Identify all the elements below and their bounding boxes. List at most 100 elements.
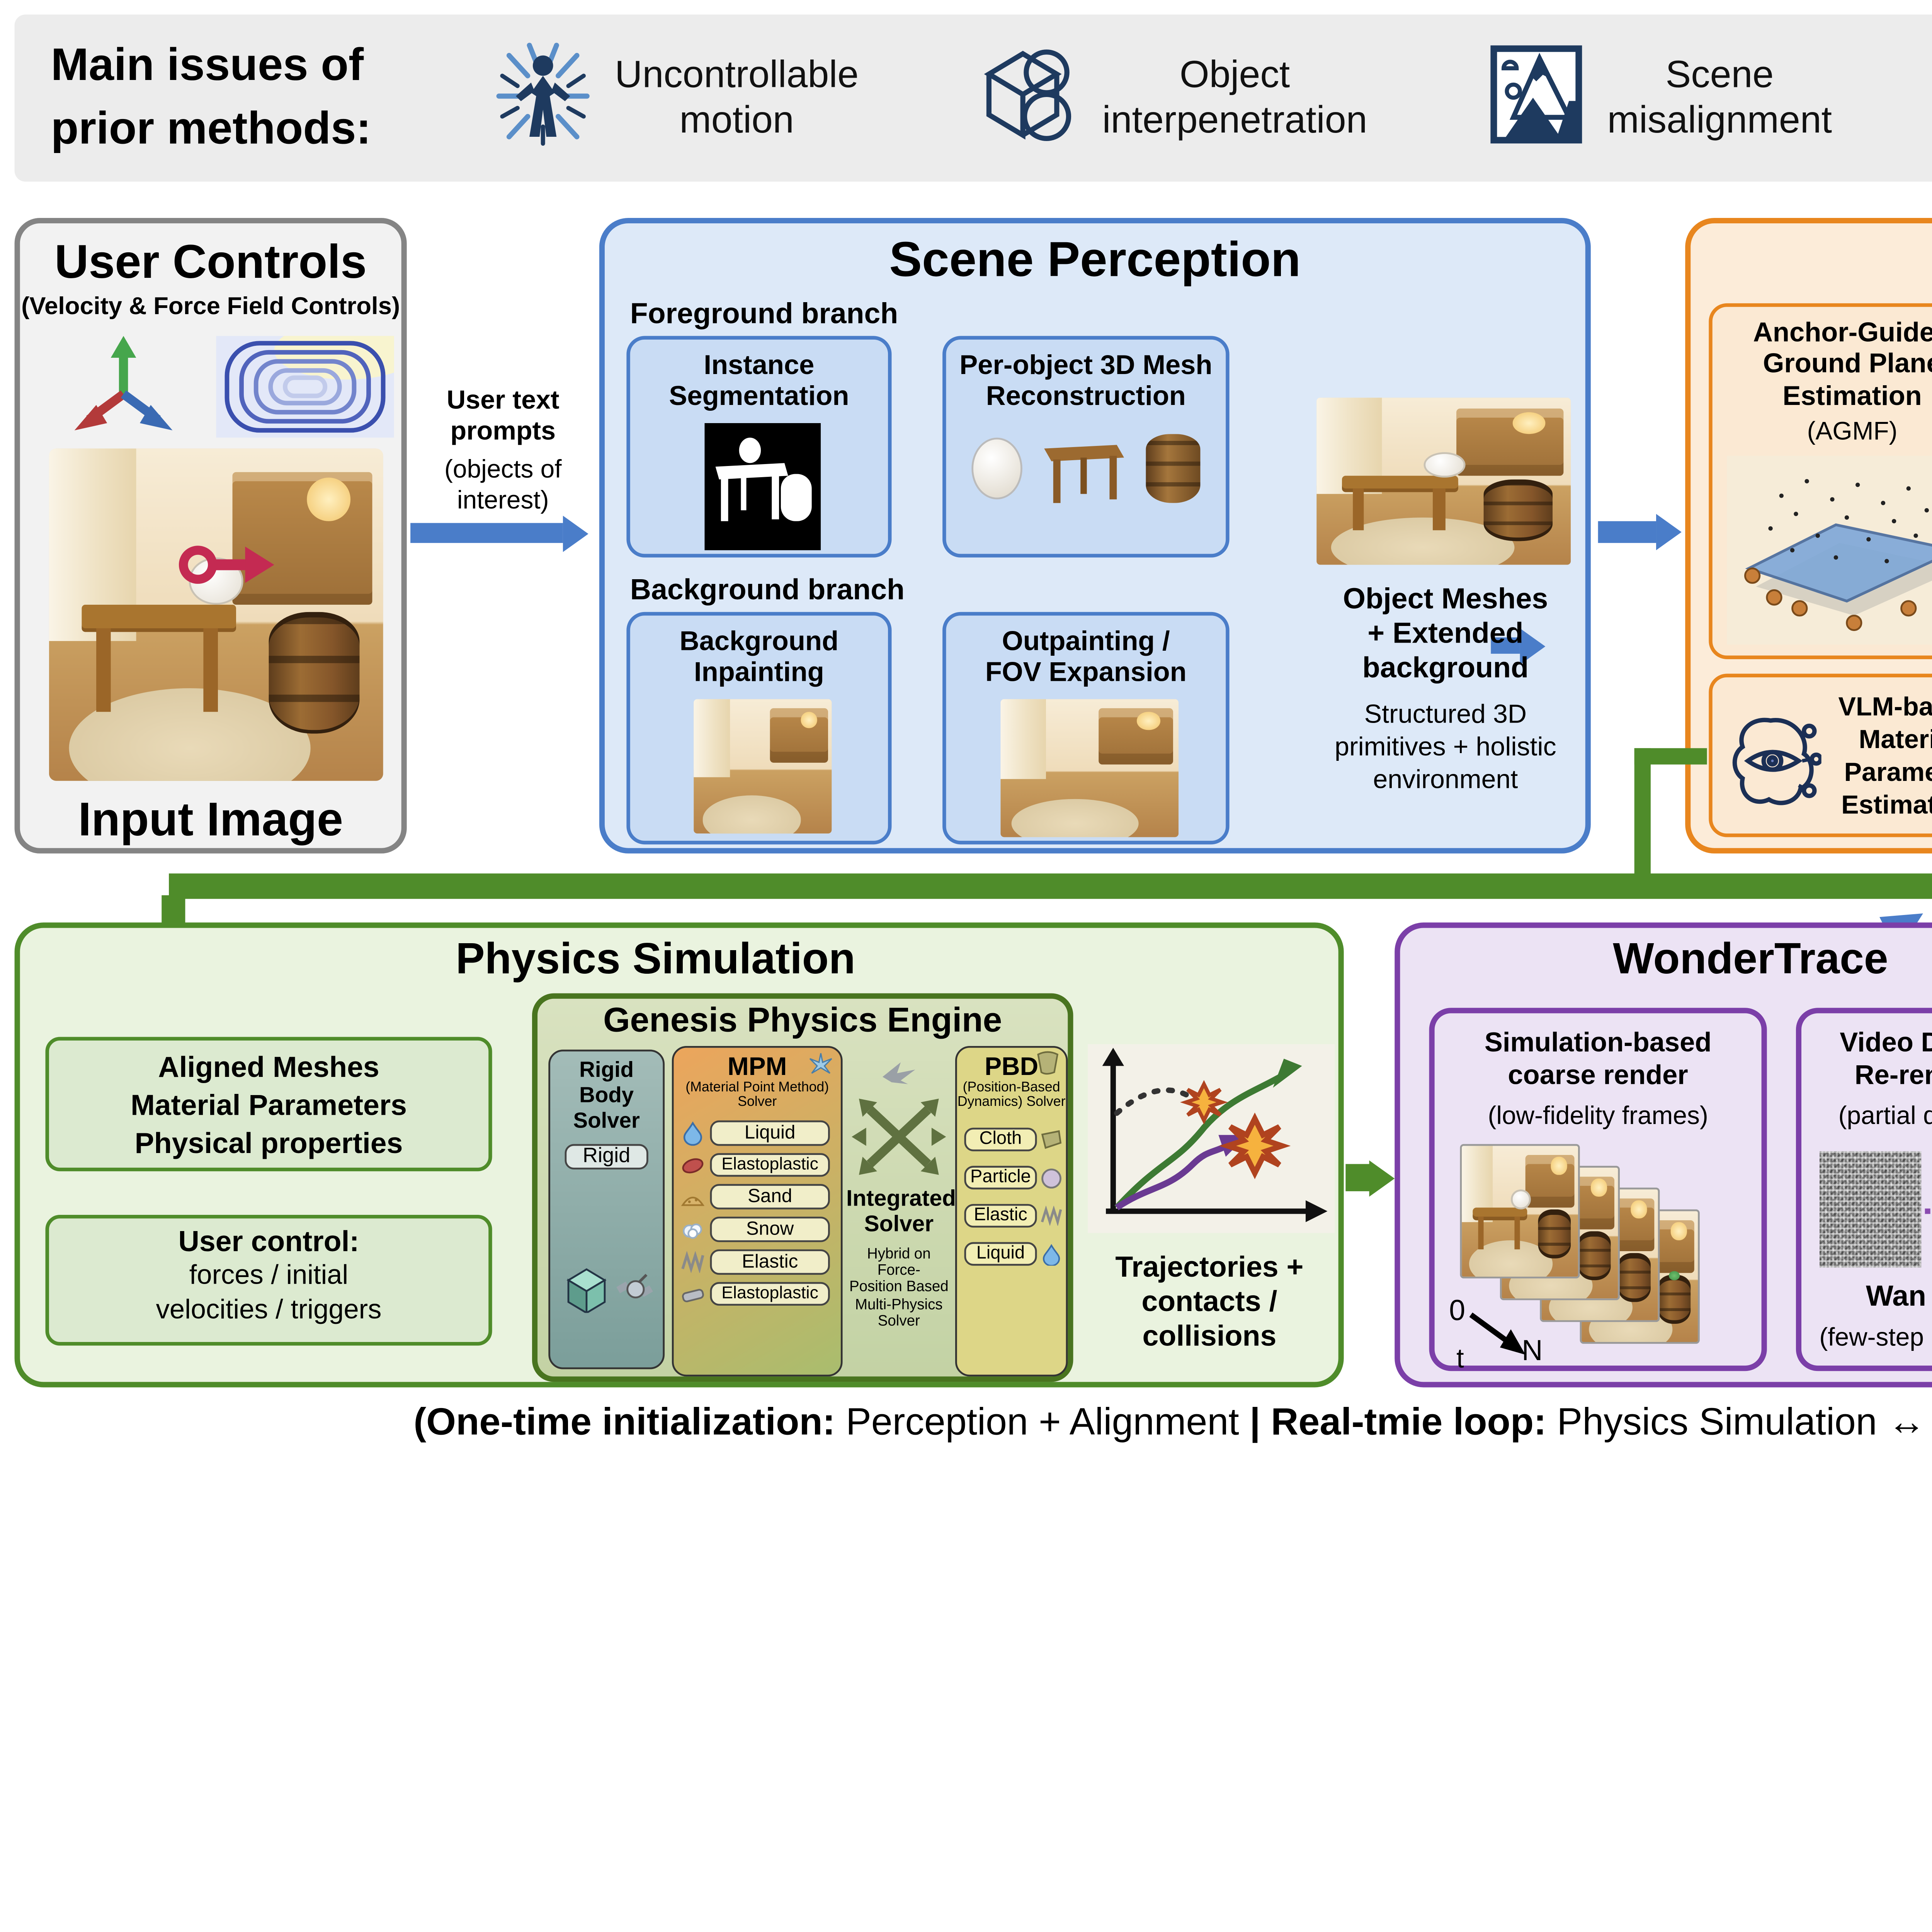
input-image-label: Input Image xyxy=(78,792,344,847)
video-diffusion-box: Video Diffusion Re-rendering (partial de… xyxy=(1796,1008,1932,1371)
instance-segmentation-title: Instance Segmentation xyxy=(669,350,849,413)
rigid-solver-title: Rigid Body Solver xyxy=(573,1057,640,1133)
hybrid-bird-icon xyxy=(883,1062,915,1084)
user-controls-subtitle: (Velocity & Force Field Controls) xyxy=(21,292,400,320)
mpm-pill: Elastic xyxy=(710,1249,830,1275)
force-field-image xyxy=(216,321,420,447)
pbd-title: PBD xyxy=(985,1051,1039,1081)
liquid-icon xyxy=(683,1121,702,1146)
coarse-render-sub: (low-fidelity frames) xyxy=(1488,1100,1708,1130)
user-control-box: User control: forces / initial velocitie… xyxy=(45,1215,492,1346)
integrated-solver-title: Integrated Solver xyxy=(846,1185,956,1236)
perception-to-alignment-arrow xyxy=(1598,521,1656,543)
integrated-solver-group: Integrated Solver Hybrid on Force- Posit… xyxy=(846,1061,956,1330)
background-inpainting-box: Background Inpainting xyxy=(626,612,892,845)
cube-icon xyxy=(565,1266,609,1322)
caption-reg-2: Physics Simulation ↔ Video Generation(pe… xyxy=(1557,1402,1932,1444)
foreground-branch-label: Foreground branch xyxy=(630,299,898,331)
inpainted-background-image xyxy=(694,699,832,834)
pbd-subtitle: (Position-Based Dynamics) Solver xyxy=(957,1078,1066,1111)
vlm-title: VLM-based Material Parameter Estimation xyxy=(1838,694,1932,821)
denoise-dotted-arrow xyxy=(1925,1199,1932,1233)
time-axis-label: t xyxy=(1456,1344,1464,1375)
frame-start-label: 0 xyxy=(1449,1296,1466,1328)
issue-label: Scene misalignment xyxy=(1607,54,1832,142)
physics-to-wondertrace-arrow xyxy=(1345,1164,1369,1191)
vlm-brain-eye-icon xyxy=(1727,710,1823,821)
rigid-body-solver-box: Rigid Body Solver Rigid xyxy=(548,1049,665,1369)
scene-alignment-panel: Scene Alignment Anchor-Guided Ground Pla… xyxy=(1685,218,1932,854)
mpm-rows: Liquid Elastoplastic Sand Snow xyxy=(681,1120,837,1306)
cloth-icon xyxy=(1041,1130,1062,1149)
issue-label: Object interpenetration xyxy=(1102,54,1367,142)
velocity-arrow-icon xyxy=(176,542,277,598)
physics-simulation-title: Physics Simulation xyxy=(456,935,855,985)
sand-icon xyxy=(681,1197,705,1206)
material-params-line: Material Parameters xyxy=(131,1091,407,1122)
user-control-title: User control: xyxy=(178,1227,359,1259)
issue-uncontrollable-motion: Uncontrollable motion xyxy=(492,37,859,159)
wondertrace-title: WonderTrace xyxy=(1613,935,1888,985)
mpm-pill: Snow xyxy=(710,1216,830,1242)
issues-banner: Main issues of prior methods: xyxy=(14,14,1932,182)
splash-icon xyxy=(806,1051,835,1086)
physical-props-line: Physical properties xyxy=(134,1129,403,1160)
segmentation-mask-image xyxy=(704,423,821,559)
pbd-pill: Elastic xyxy=(964,1204,1037,1228)
metal-bar-icon xyxy=(682,1288,704,1301)
issue-label: Uncontrollable motion xyxy=(615,54,859,142)
outpainting-box: Outpainting / FOV Expansion xyxy=(942,612,1230,845)
agmf-box: Anchor-Guided Ground Plane Estimation (A… xyxy=(1709,303,1932,659)
video-diffusion-sub: (partial denoising) xyxy=(1838,1100,1932,1130)
scene-perception-panel: Scene Perception Foreground branch Insta… xyxy=(599,218,1923,975)
wan-vace-label: Wan VACE xyxy=(1866,1282,1932,1313)
alignment-to-physics-bus xyxy=(169,873,1932,899)
elastoplastic-icon xyxy=(682,1157,704,1173)
frame-end-label: N xyxy=(1522,1336,1543,1367)
mpm-pill: Elastoplastic xyxy=(710,1153,830,1177)
prompts-arrow xyxy=(410,523,563,543)
caption-reg-1: Perception + Alignment xyxy=(835,1402,1250,1444)
integrated-solver-note: Hybrid on Force- Position Based Multi-Ph… xyxy=(849,1245,949,1330)
cloth-drape-icon xyxy=(1033,1049,1062,1088)
egg-mesh-image xyxy=(971,437,1022,500)
object-interpenetration-icon xyxy=(979,39,1080,157)
genesis-engine-panel: Genesis Physics Engine Rigid Body Solver… xyxy=(532,993,1073,1382)
wan-vace-sub: (few-step refinement) xyxy=(1819,1322,1932,1351)
mesh-reconstruction-box: Per-object 3D Mesh Reconstruction xyxy=(942,336,1230,558)
coarse-render-box: Simulation-based coarse render (low-fide… xyxy=(1429,1008,1767,1375)
issue-object-interpenetration: Object interpenetration xyxy=(979,39,1367,157)
caption-bold-2: | Real-tmie loop: xyxy=(1250,1402,1547,1444)
mpm-subtitle: (Material Point Method) Solver xyxy=(685,1078,829,1111)
genesis-title: Genesis Physics Engine xyxy=(603,1002,1002,1041)
vlm-branch-horizontal xyxy=(1634,748,1707,765)
table-mesh-image xyxy=(1041,434,1128,515)
elastic-spring-icon xyxy=(681,1251,704,1273)
figure-canvas: Main issues of prior methods: xyxy=(0,0,1932,1464)
pbd-pill: Particle xyxy=(964,1166,1037,1190)
instance-segmentation-box: Instance Segmentation xyxy=(626,336,892,559)
uncontrollable-motion-icon xyxy=(492,37,593,159)
aligned-meshes-box: Aligned Meshes Material Parameters Physi… xyxy=(45,1037,492,1172)
noise-image xyxy=(1819,1151,1922,1268)
caption-bold-1: (One-time initialization: xyxy=(413,1402,835,1444)
particle-icon xyxy=(1041,1167,1061,1188)
seg-to-mesh-arrow xyxy=(1491,637,1520,654)
perception-output-note: Structured 3D primitives + holistic envi… xyxy=(1334,701,1556,796)
physics-simulation-panel: Physics Simulation Aligned Meshes Materi… xyxy=(14,922,1344,1388)
banner-title: Main issues of prior methods: xyxy=(51,40,371,155)
rigid-pill: Rigid xyxy=(565,1145,648,1170)
mesh-reconstruction-title: Per-object 3D Mesh Reconstruction xyxy=(959,350,1213,413)
user-controls-panel: User Controls (Velocity & Force Field Co… xyxy=(14,218,420,854)
perception-output-label: Object Meshes + Extended background xyxy=(1343,585,1548,685)
issue-scene-misalignment: Scene misalignment xyxy=(1487,41,1832,155)
outpainted-image xyxy=(1000,699,1179,837)
snow-icon xyxy=(683,1223,702,1239)
aligned-meshes-line: Aligned Meshes xyxy=(158,1053,379,1084)
mpm-solver-box: MPM (Material Point Method) Solver Liqui… xyxy=(672,1046,843,1377)
velocity-axes-icon xyxy=(67,332,180,450)
pbd-solver-box: PBD (Position-Based Dynamics) Solver Clo… xyxy=(955,1046,1068,1377)
user-control-line: forces / initial xyxy=(189,1260,349,1291)
liquid-icon xyxy=(1043,1243,1060,1265)
time-axis-arrow xyxy=(1467,1311,1529,1367)
